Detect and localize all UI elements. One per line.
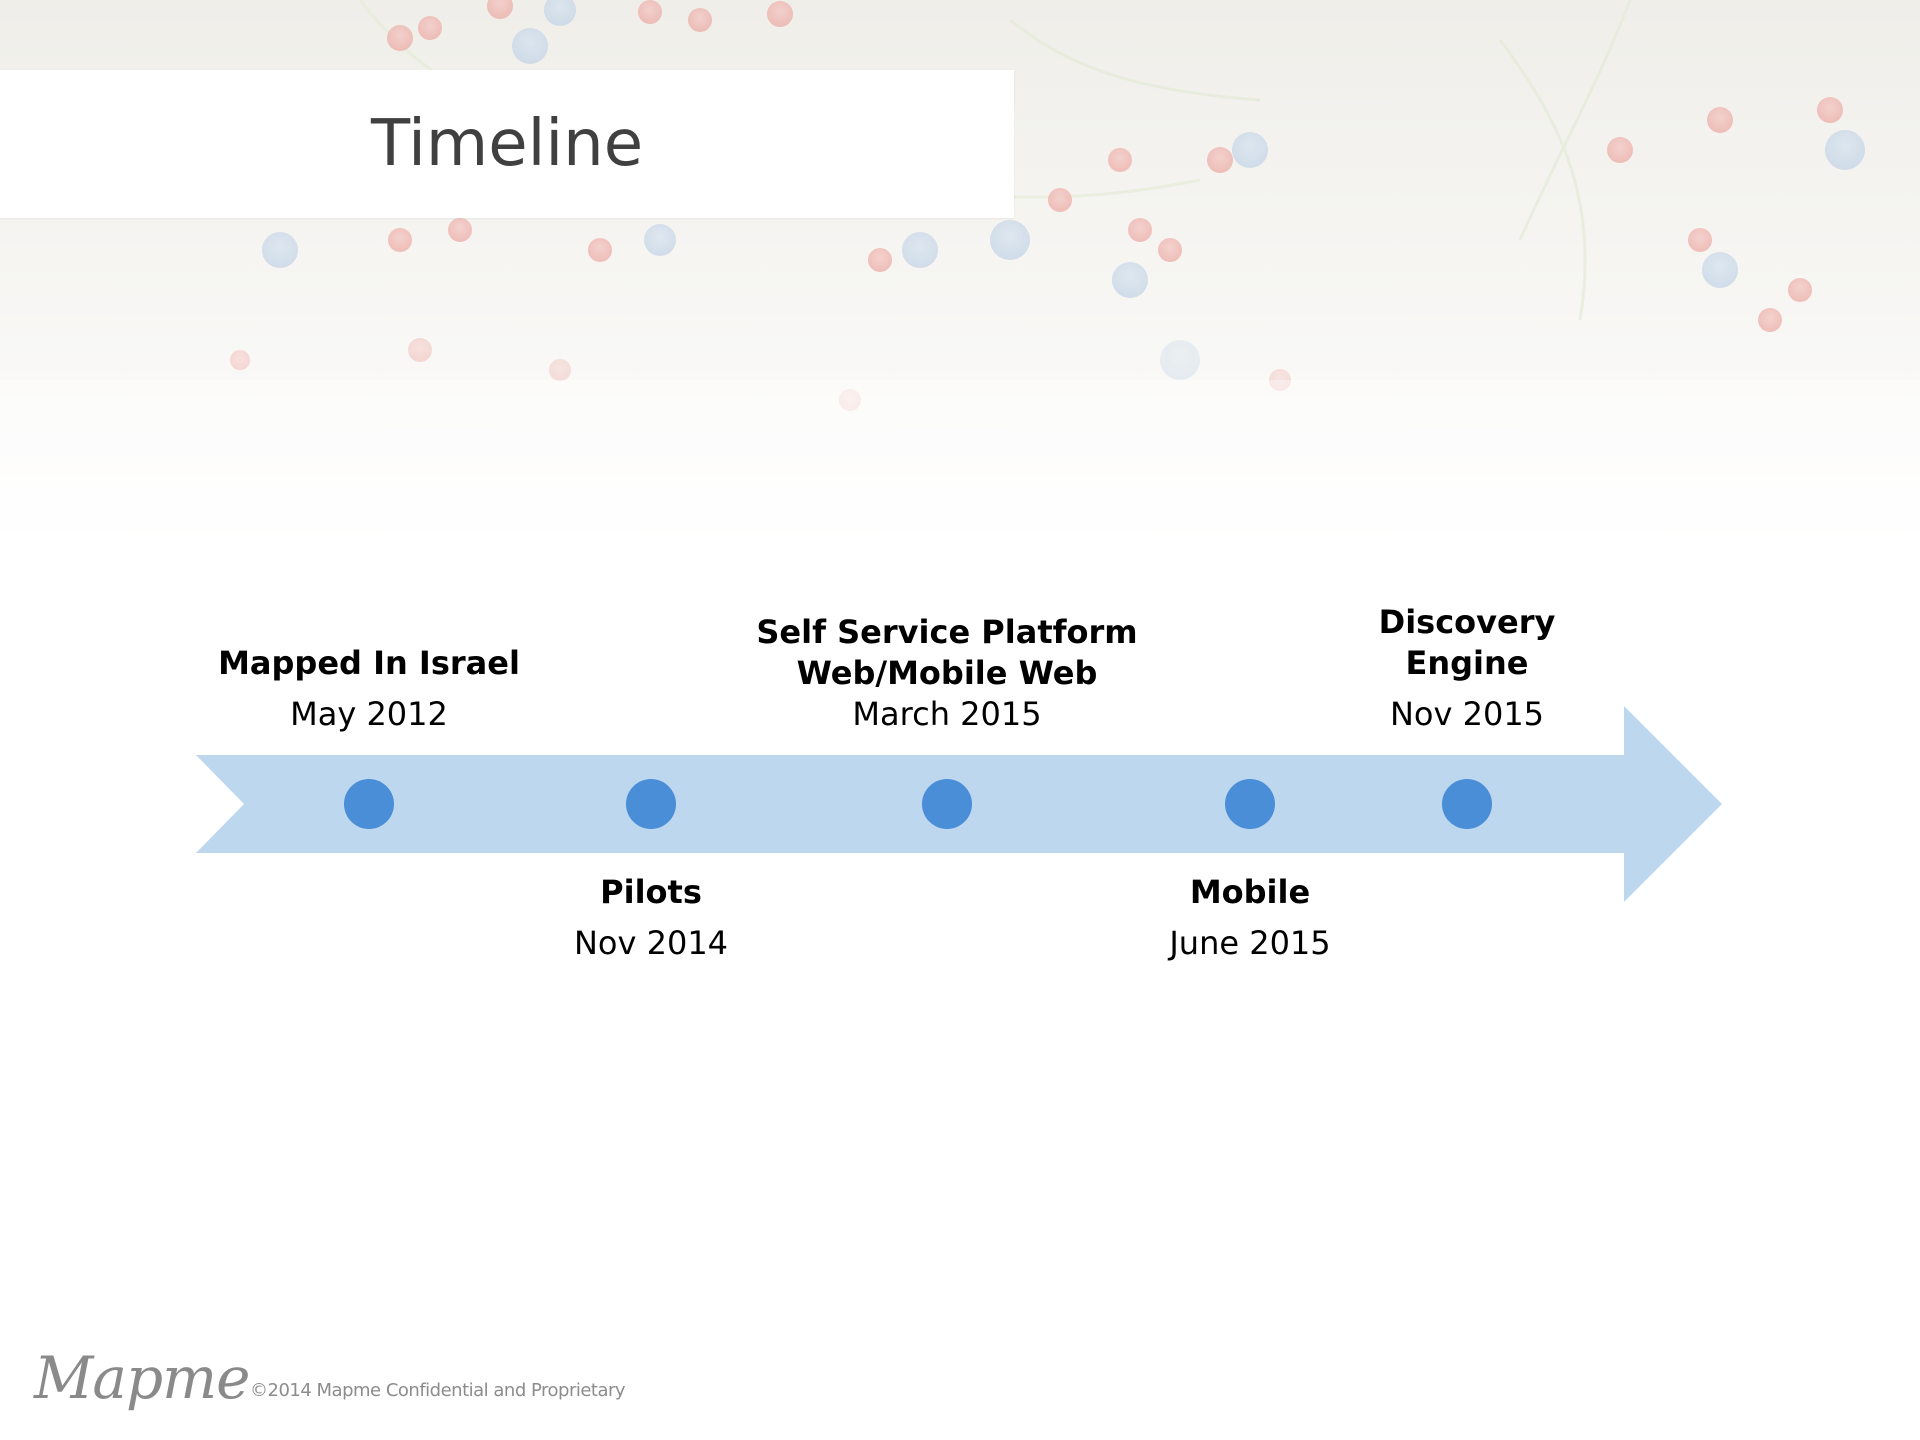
timeline-event-name: Self Service Platform Web/Mobile Web	[756, 613, 1138, 692]
timeline-dots	[344, 779, 1492, 829]
timeline-event-date: May 2012	[290, 695, 448, 733]
timeline-dot	[1442, 779, 1492, 829]
timeline-event-date: Nov 2014	[573, 924, 729, 962]
mapme-logo: Mapme	[34, 1344, 250, 1412]
timeline-event-name: Mapped In Israel	[218, 644, 520, 682]
timeline-event-date: March 2015	[852, 695, 1042, 733]
timeline-event-name: Pilots	[600, 873, 702, 911]
timeline-dot	[1225, 779, 1275, 829]
timeline-event-date: Nov 2015	[1389, 695, 1545, 733]
slide-title: Timeline	[370, 107, 644, 181]
timeline-dot	[922, 779, 972, 829]
timeline-event-name: Mobile	[1189, 873, 1311, 911]
timeline-event-date: June 2015	[1169, 924, 1331, 962]
map-pins	[230, 0, 1865, 411]
timeline-dot	[626, 779, 676, 829]
timeline-event-name: Discovery Engine	[1378, 603, 1556, 682]
title-box: Timeline	[0, 70, 1014, 218]
copyright-text: ©2014 Mapme Confidential and Proprietary	[250, 1380, 626, 1401]
timeline-dot	[344, 779, 394, 829]
